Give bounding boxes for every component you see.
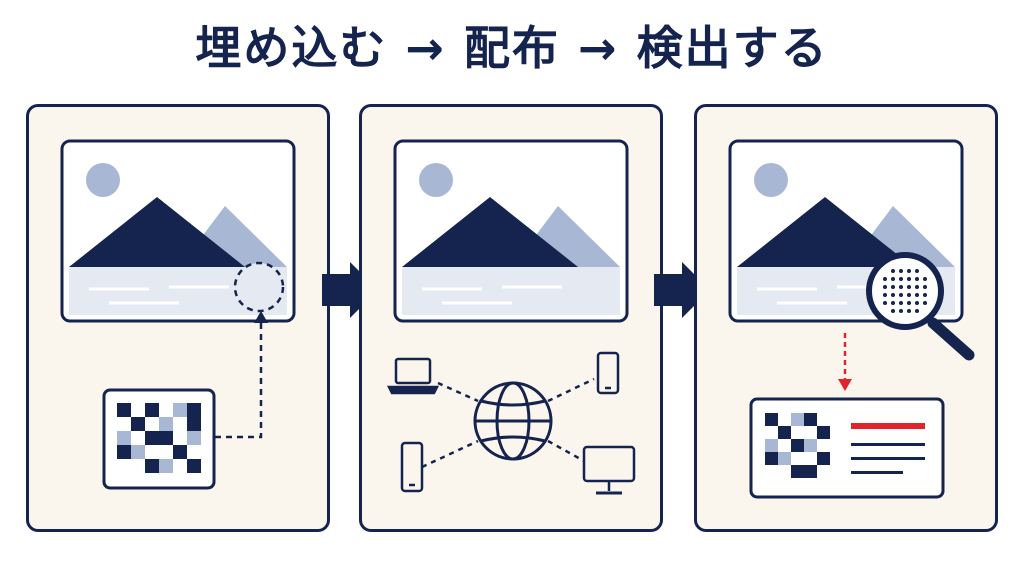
- embed-illustration: [60, 139, 296, 490]
- lens-dot: [923, 277, 927, 281]
- lens-dot: [907, 269, 911, 273]
- lens-dot: [899, 277, 903, 281]
- lens-dot: [883, 277, 887, 281]
- lens-dot: [899, 309, 903, 313]
- landscape-image: [393, 139, 629, 323]
- panel-embed: [26, 104, 330, 532]
- lens-dot: [907, 301, 911, 305]
- sun-icon: [754, 163, 788, 197]
- lens-dot: [915, 269, 919, 273]
- lens-dot: [899, 269, 903, 273]
- lens-dot: [907, 277, 911, 281]
- lens-dot: [915, 285, 919, 289]
- distribute-illustration: [386, 139, 636, 495]
- sun-icon: [86, 163, 120, 197]
- lens-dot: [907, 309, 911, 313]
- embed-path: [215, 317, 263, 439]
- lens-dot: [891, 309, 895, 313]
- lens-dot: [899, 293, 903, 297]
- panel-detect: [694, 104, 998, 532]
- lens-dot: [907, 293, 911, 297]
- dashed-circle-icon: [233, 261, 285, 313]
- lens-dot: [891, 269, 895, 273]
- page-title: 埋め込む → 配布 → 検出する: [195, 21, 829, 75]
- smartphone-icon: [596, 351, 620, 395]
- embed-arrowhead: [254, 311, 268, 323]
- monitor-icon: [582, 445, 636, 495]
- network-links: [421, 377, 595, 469]
- lens-dot: [899, 301, 903, 305]
- detection-card-icon: [749, 397, 945, 499]
- lens-dot: [923, 301, 927, 305]
- sun-icon: [419, 163, 453, 197]
- lens-dot: [891, 285, 895, 289]
- lens-dot: [883, 301, 887, 305]
- lens-dot: [891, 301, 895, 305]
- mountain-front: [69, 197, 245, 267]
- lens-dot: [923, 285, 927, 289]
- lens-dot: [899, 285, 903, 289]
- pixel-code-icon: [102, 388, 216, 490]
- globe-icon: [473, 381, 553, 461]
- mountain-front: [737, 197, 913, 267]
- lens-dot: [915, 301, 919, 305]
- smartphone-icon: [400, 441, 424, 493]
- lens-dot: [907, 285, 911, 289]
- detection-arrowhead: [838, 379, 852, 391]
- lens-dot: [891, 277, 895, 281]
- lens-dot: [923, 293, 927, 297]
- lens-dot: [883, 293, 887, 297]
- lens-dot: [915, 309, 919, 313]
- mountain-front: [402, 197, 578, 267]
- lens-dot: [883, 285, 887, 289]
- panel-distribute: [359, 104, 663, 532]
- laptop-icon: [386, 357, 440, 395]
- magnifying-glass-icon: [866, 252, 975, 361]
- detect-illustration: [728, 139, 975, 499]
- lens-dot: [915, 293, 919, 297]
- lens-dot: [891, 293, 895, 297]
- lens-dot: [915, 277, 919, 281]
